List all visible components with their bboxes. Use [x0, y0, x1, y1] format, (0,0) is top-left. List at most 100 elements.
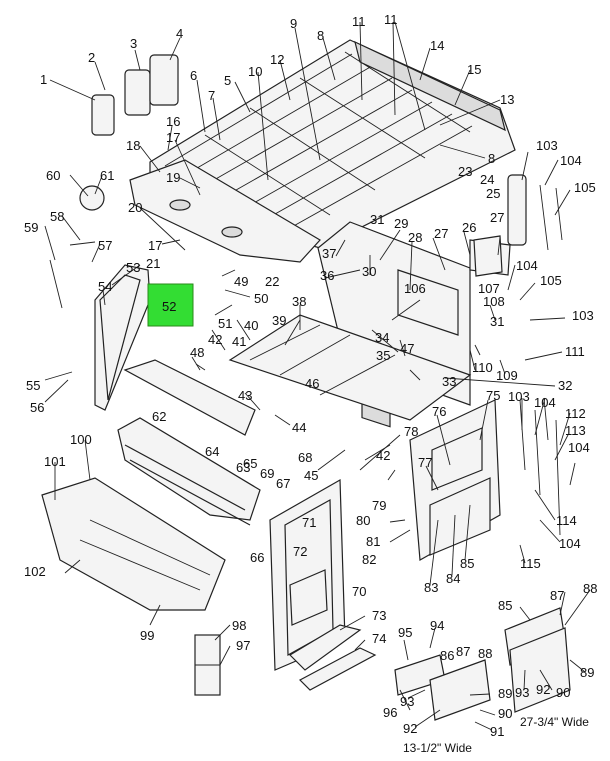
callout-15: 15: [467, 62, 481, 77]
callout-45: 45: [304, 468, 318, 483]
callout-32: 32: [558, 378, 572, 393]
callout-12: 12: [270, 52, 284, 67]
callout-6: 6: [190, 68, 197, 83]
callout-53: 53: [126, 260, 140, 275]
callout-95: 95: [398, 625, 412, 640]
callout-47: 47: [400, 341, 414, 356]
callout-8b: 8: [488, 151, 495, 166]
callout-55: 55: [26, 378, 40, 393]
callout-11a: 11: [352, 14, 366, 29]
callout-100: 100: [70, 432, 92, 447]
callout-101: 101: [44, 454, 66, 469]
caption-small-wide: 13-1/2" Wide: [403, 741, 472, 755]
callout-65: 65: [243, 456, 257, 471]
callout-31b: 31: [490, 314, 504, 329]
highlight-box-52: [147, 283, 194, 327]
callout-67: 67: [276, 476, 290, 491]
callout-74: 74: [372, 631, 386, 646]
callout-76: 76: [432, 404, 446, 419]
callout-78: 78: [404, 424, 418, 439]
callout-104e: 104: [559, 536, 581, 551]
callout-27b: 27: [434, 226, 448, 241]
callout-112: 112: [565, 406, 586, 421]
hardware-items: [49, 54, 563, 536]
callout-109: 109: [496, 368, 518, 383]
callout-59: 59: [24, 220, 38, 235]
front-header-panel: [129, 159, 321, 263]
floor-panel: [228, 314, 472, 421]
callout-64: 64: [205, 444, 219, 459]
callout-1: 1: [40, 72, 47, 87]
callout-50: 50: [254, 291, 268, 306]
callout-28: 28: [408, 230, 422, 245]
callout-69: 69: [260, 466, 274, 481]
callout-18: 18: [126, 138, 140, 153]
callout-81: 81: [366, 534, 380, 549]
callout-103a: 103: [536, 138, 558, 153]
callout-106: 106: [404, 281, 426, 296]
callout-105a: 105: [574, 180, 596, 195]
callout-83: 83: [424, 580, 438, 595]
caption-large-wide: 27-3/4" Wide: [520, 715, 589, 729]
callout-17a: 17: [166, 130, 180, 145]
callout-90b: 90: [498, 706, 512, 721]
callout-22: 22: [265, 274, 279, 289]
callout-27a: 27: [490, 210, 504, 225]
callout-48: 48: [190, 345, 204, 360]
windshield-glass: [41, 477, 226, 611]
callout-66: 66: [250, 550, 264, 565]
callout-107: 107: [478, 281, 500, 296]
callout-97: 97: [236, 638, 250, 653]
step-trim: [289, 624, 377, 691]
callout-58: 58: [50, 209, 64, 224]
callout-42a: 42: [208, 332, 222, 347]
callout-89b: 89: [498, 686, 512, 701]
callout-49: 49: [234, 274, 248, 289]
callout-7: 7: [208, 88, 215, 103]
callout-92a: 92: [536, 682, 550, 697]
callout-68: 68: [298, 450, 312, 465]
callout-103c: 103: [508, 389, 530, 404]
callout-63: 63: [236, 460, 250, 475]
callout-77: 77: [418, 455, 432, 470]
callout-46: 46: [305, 376, 319, 391]
callout-104c: 104: [534, 395, 556, 410]
callout-84: 84: [446, 571, 460, 586]
callout-80: 80: [356, 513, 370, 528]
callout-20: 20: [128, 200, 142, 215]
callout-9: 9: [290, 16, 297, 31]
leader-lines: [44, 21, 591, 731]
callout-19: 19: [166, 170, 180, 185]
callout-31a: 31: [370, 212, 384, 227]
callout-13: 13: [500, 92, 514, 107]
callout-85a: 85: [460, 556, 474, 571]
callout-8a: 8: [317, 28, 324, 43]
callout-91: 91: [490, 724, 504, 739]
callout-105b: 105: [540, 273, 562, 288]
callout-104d: 104: [568, 440, 590, 455]
callout-108: 108: [483, 294, 505, 309]
right-door: [409, 399, 501, 561]
callout-104a: 104: [560, 153, 582, 168]
callout-23: 23: [458, 164, 472, 179]
callout-44: 44: [292, 420, 306, 435]
callout-30: 30: [362, 264, 376, 279]
callout-73: 73: [372, 608, 386, 623]
callout-88b: 88: [583, 581, 597, 596]
callout-96: 96: [383, 705, 397, 720]
callout-21: 21: [146, 256, 160, 271]
callout-98: 98: [232, 618, 246, 633]
callout-102: 102: [24, 564, 46, 579]
callout-51: 51: [218, 316, 232, 331]
sliding-window-small: [394, 654, 491, 721]
callout-87a: 87: [456, 644, 470, 659]
callout-70: 70: [352, 584, 366, 599]
callout-39: 39: [272, 313, 286, 328]
callout-92b: 92: [403, 721, 417, 736]
callout-113: 113: [565, 423, 586, 438]
callout-87b: 87: [550, 588, 564, 603]
callout-89a: 89: [580, 665, 594, 680]
callout-85b: 85: [498, 598, 512, 613]
callout-111: 111: [565, 344, 585, 359]
callout-10: 10: [248, 64, 262, 79]
